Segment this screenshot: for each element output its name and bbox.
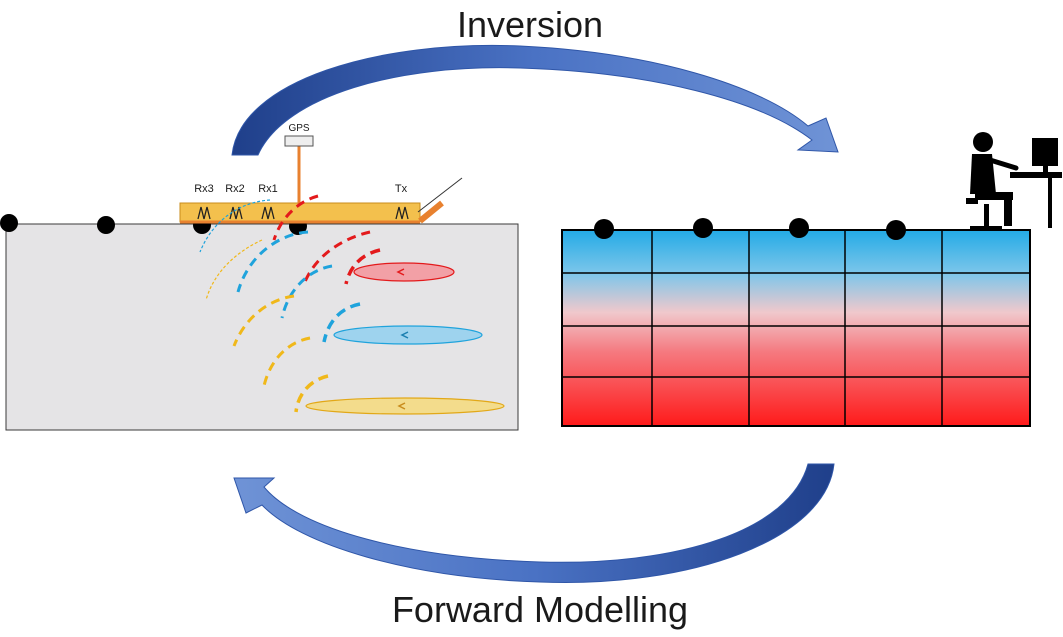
current-loop-blue	[333, 325, 483, 345]
ground-section: GPS Rx3 Rx2 Rx1 Tx	[0, 123, 519, 431]
model-station	[789, 218, 809, 238]
gps-label: GPS	[288, 123, 309, 134]
gps-antenna-icon	[284, 135, 314, 147]
loop-arrow-blue	[400, 331, 409, 339]
tow-rope	[417, 177, 463, 213]
field-arc-red-1	[272, 194, 319, 241]
inversion-label: Inversion	[457, 4, 603, 45]
current-loop-red	[353, 262, 455, 282]
tow-handle	[418, 200, 444, 224]
rx3-coil-icon	[197, 206, 211, 220]
forward-modelling-label: Forward Modelling	[392, 589, 688, 630]
forward-modelling-arrow	[233, 463, 835, 583]
loop-arrow-yellow	[397, 402, 406, 410]
rx1-coil-icon	[261, 206, 275, 220]
model-station	[886, 220, 906, 240]
rx3-label: Rx3	[194, 183, 214, 195]
field-arc-yellow-1	[232, 294, 295, 347]
rx2-label: Rx2	[225, 183, 245, 195]
field-arc-blue-1	[236, 230, 309, 293]
inversion-arrow	[231, 44, 839, 156]
model-station	[594, 219, 614, 239]
rx1-label: Rx1	[258, 183, 278, 195]
computer-user-icon	[966, 132, 1062, 229]
field-arc-fine-blue	[199, 199, 271, 253]
rx2-coil-icon	[229, 206, 243, 220]
surface-station	[0, 214, 18, 232]
field-arc-red-3	[344, 248, 381, 285]
field-arc-yellow-2	[262, 336, 311, 387]
field-arc-blue-3	[322, 302, 361, 343]
tx-coil-icon	[395, 206, 409, 220]
model-station	[693, 218, 713, 238]
model-block	[561, 229, 1031, 427]
loop-arrow-red	[396, 268, 405, 276]
resistivity-model	[561, 218, 1031, 427]
field-arc-red-2	[302, 230, 371, 285]
surface-station	[97, 216, 115, 234]
field-arc-blue-2	[280, 264, 333, 319]
current-loop-yellow	[305, 397, 505, 415]
field-arc-fine-yellow	[205, 239, 263, 301]
model-grid-lines	[562, 230, 1030, 426]
tx-label: Tx	[395, 183, 408, 195]
field-arc-yellow-3	[294, 374, 329, 413]
